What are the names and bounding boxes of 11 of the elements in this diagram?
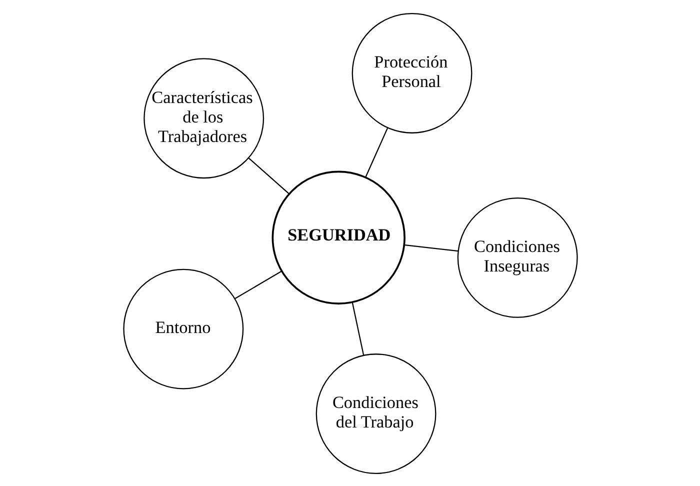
node-circle: Condiciones del Trabajo xyxy=(315,353,436,474)
node-circle: Características de los Trabajadores xyxy=(143,58,264,178)
connector xyxy=(404,244,458,252)
connector xyxy=(248,157,290,194)
node-circle: Protección Personal xyxy=(351,12,472,133)
connector xyxy=(234,270,282,299)
connector xyxy=(351,302,364,355)
node-circle: SEGURIDAD xyxy=(271,170,405,304)
connector xyxy=(364,127,388,178)
node-circle: Entorno xyxy=(122,268,244,389)
node-circle: Condiciones Inseguras xyxy=(456,196,578,318)
